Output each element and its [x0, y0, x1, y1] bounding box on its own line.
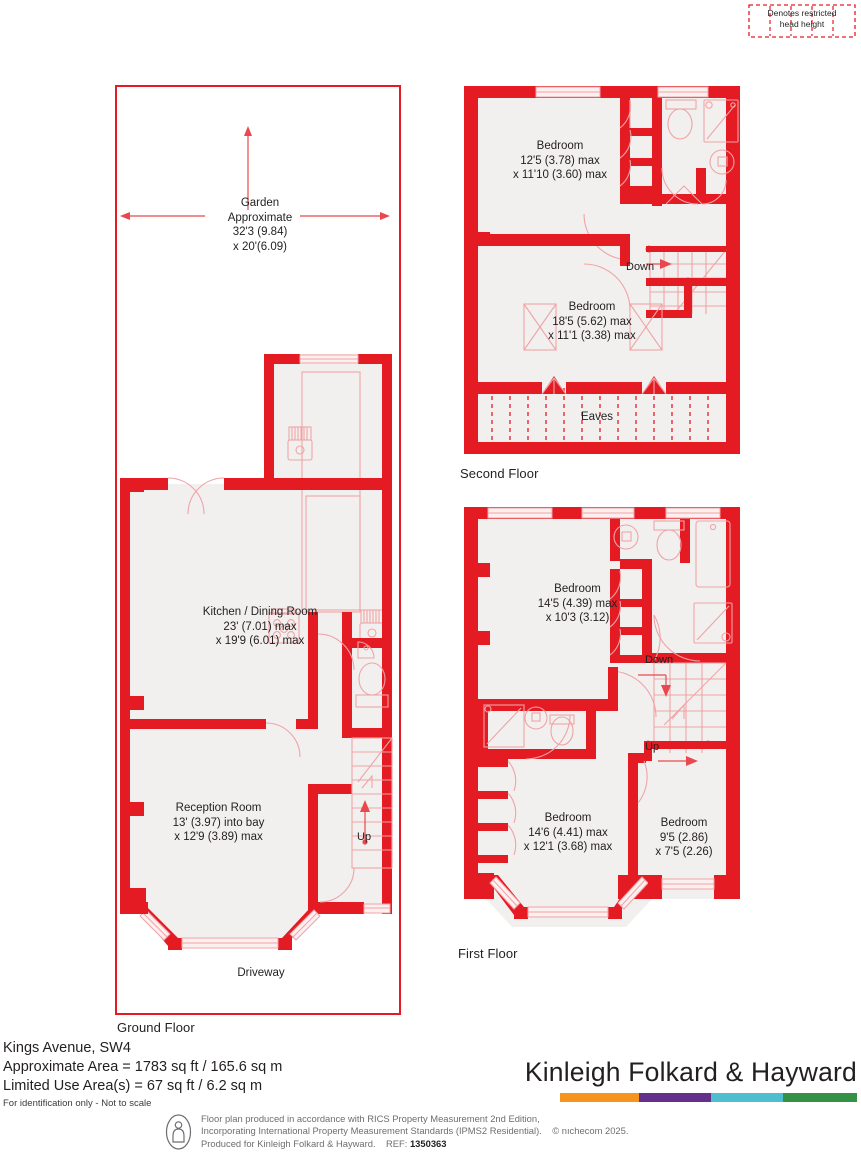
brand-bar-green [783, 1093, 857, 1102]
brand-bar-teal [711, 1093, 783, 1102]
basin-icon [524, 706, 548, 730]
legend-line-1: Denotes restricted [767, 8, 837, 18]
kitchen-dim-2: x 19'9 (6.01) max [215, 635, 305, 648]
toilet-icon [550, 716, 574, 746]
produced-line-2: Incorporating International Property Mea… [201, 1125, 542, 1137]
bedroom-f2-name: Bedroom [544, 812, 592, 824]
bedroom-f1-name: Bedroom [554, 583, 601, 595]
room-label-garden: Garden Approximate 32'3 (9.84) x 20'(6.0… [185, 196, 335, 254]
room-label-bedroom-second-2: Bedroom 18'5 (5.62) max x 11'1 (3.38) ma… [513, 300, 671, 344]
bedroom-s1-dim-2: x 11'10 (3.60) max [512, 169, 608, 182]
bedroom-s2-dim-1: 18'5 (5.62) max [552, 315, 632, 328]
reception-dim-2: x 12'9 (3.89) max [174, 831, 263, 844]
kitchen-dim-1: 23' (7.01) max [223, 620, 297, 633]
double-door-swing [167, 477, 225, 515]
address-block: Kings Avenue, SW4 Approximate Area = 178… [3, 1039, 523, 1111]
brand-block: Kinleigh Folkard & Hayward [525, 1057, 857, 1102]
produced-line-3: Produced for Kinleigh Folkard & Hayward. [201, 1137, 376, 1149]
legend-hatch-box [748, 4, 856, 38]
legend-line-2: head height [779, 19, 825, 29]
hob-icon [268, 608, 300, 644]
wardrobe-icon [523, 303, 663, 351]
garden-dim-1: 32'3 (9.84) [232, 226, 288, 239]
staircase-first [653, 662, 727, 753]
toilet-icon [667, 108, 693, 140]
eaves-hatch [491, 388, 709, 442]
shower-icon [703, 99, 739, 143]
brand-color-bar [560, 1093, 857, 1102]
produced-copyright: © nıchecom 2025. [552, 1125, 629, 1137]
garden-dim-2: x 20'(6.09) [233, 240, 287, 253]
shower-icon [483, 704, 525, 748]
room-label-eaves: Eaves [562, 410, 632, 425]
bedroom-s2-name: Bedroom [568, 301, 616, 313]
brand-bar-purple [639, 1093, 711, 1102]
first-down-label: Down [645, 654, 674, 666]
driveway-name: Driveway [237, 967, 285, 979]
basin-icon [709, 149, 735, 175]
second-floor-caption: Second Floor [460, 466, 539, 481]
bifold-doors [507, 760, 517, 856]
staircase-ground [351, 737, 393, 869]
room-label-reception: Reception Room 13' (3.97) into bay x 12'… [146, 801, 291, 845]
bifold-doors [609, 570, 622, 656]
produced-line-1: Floor plan produced in accordance with R… [201, 1113, 540, 1124]
produced-by-block: Floor plan produced in accordance with R… [165, 1113, 628, 1150]
first-floor-plan [458, 503, 746, 943]
first-floor-svg [464, 507, 740, 927]
bedroom-s1-dim-1: 12'5 (3.78) max [520, 154, 600, 167]
bedroom-f3-name: Bedroom [660, 817, 708, 829]
room-label-bedroom-first-3: Bedroom 9'5 (2.86) x 7'5 (2.26) [634, 816, 734, 860]
bedroom-f1-dim-2: x 10'3 (3.12) [545, 612, 610, 625]
room-label-kitchen-dining: Kitchen / Dining Room 23' (7.01) max x 1… [170, 605, 350, 649]
person-icon [165, 1114, 192, 1150]
ground-floor-plan [110, 82, 406, 1020]
kitchen-name: Kitchen / Dining Room [202, 606, 318, 618]
room-label-bedroom-first-1: Bedroom 14'5 (4.39) max x 10'3 (3.12) [500, 582, 655, 626]
ground-floor-svg [115, 85, 401, 1015]
garden-sub: Approximate [227, 211, 293, 224]
sink-icon [287, 426, 313, 461]
second-floor-plan [460, 82, 744, 460]
brand-name: Kinleigh Folkard & Hayward [524, 1057, 857, 1087]
restricted-head-height-legend: Denotes restricted head height [748, 4, 856, 38]
second-down-label: Down [626, 261, 655, 273]
bedroom-f2-dim-1: 14'6 (4.41) max [528, 826, 608, 839]
basin-icon [357, 641, 375, 659]
room-label-bedroom-second-1: Bedroom 12'5 (3.78) max x 11'10 (3.60) m… [480, 139, 640, 183]
approximate-area: Approximate Area = 1783 sq ft / 165.6 sq… [3, 1059, 283, 1075]
bifold-doors [619, 99, 632, 187]
room-label-bedroom-first-2: Bedroom 14'6 (4.41) max x 12'1 (3.68) ma… [489, 811, 647, 855]
toilet-icon [656, 529, 682, 561]
produced-text: Floor plan produced in accordance with R… [201, 1113, 628, 1150]
address-line: Kings Avenue, SW4 [3, 1040, 131, 1056]
garden-name: Garden [240, 197, 280, 209]
bedroom-f2-dim-2: x 12'1 (3.68) max [523, 841, 613, 854]
ground-up-label: Up [357, 831, 372, 843]
bedroom-s1-name: Bedroom [536, 140, 584, 152]
bedroom-f1-dim-1: 14'5 (4.39) max [537, 597, 618, 610]
ground-floor-caption: Ground Floor [117, 1020, 195, 1035]
basin-icon [613, 524, 639, 550]
first-floor-caption: First Floor [458, 946, 518, 961]
produced-ref-value: 1350363 [409, 1137, 447, 1149]
brand-bar-orange [560, 1093, 639, 1102]
eaves-name: Eaves [581, 411, 613, 423]
reception-dim-1: 13' (3.97) into bay [172, 816, 265, 829]
limited-use-area: Limited Use Area(s) = 67 sq ft / 6.2 sq … [3, 1078, 263, 1094]
room-label-driveway: Driveway [206, 966, 316, 981]
disclaimer: For identification only - Not to scale [3, 1098, 152, 1109]
second-floor-svg [464, 86, 740, 454]
bedroom-s2-dim-2: x 11'1 (3.38) max [548, 330, 636, 343]
reception-name: Reception Room [175, 802, 262, 814]
toilet-icon [355, 662, 389, 708]
legend-text: Denotes restricted head height [748, 8, 856, 30]
bath-icon [695, 520, 731, 588]
bedroom-f3-dim-1: 9'5 (2.86) [659, 831, 709, 844]
bedroom-f3-dim-2: x 7'5 (2.26) [655, 846, 713, 859]
produced-ref-label: REF: [386, 1137, 408, 1149]
first-up-label: Up [645, 741, 660, 753]
shower-icon [693, 602, 733, 644]
